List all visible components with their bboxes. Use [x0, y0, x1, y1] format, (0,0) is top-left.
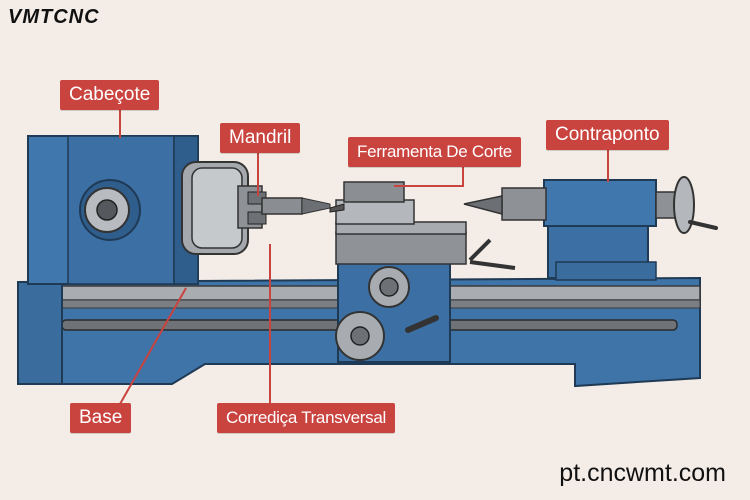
headstock [27, 135, 199, 285]
tailstock [463, 176, 718, 281]
label-cross-slide: Corrediça Transversal [217, 403, 395, 433]
label-chuck: Mandril [220, 123, 301, 153]
carriage [329, 181, 516, 363]
leader-cutting-tool [394, 166, 464, 187]
website-url: pt.cncwmt.com [559, 459, 726, 487]
label-headstock: Cabeçote [60, 80, 160, 110]
chuck [181, 161, 331, 255]
leader-lines [119, 109, 609, 405]
label-base: Base [70, 403, 132, 433]
label-tailstock: Contraponto [546, 120, 669, 150]
brand-logo: VMTCNC [8, 6, 100, 28]
label-cutting-tool: Ferramenta De Corte [348, 137, 521, 167]
leader-base [119, 287, 187, 405]
